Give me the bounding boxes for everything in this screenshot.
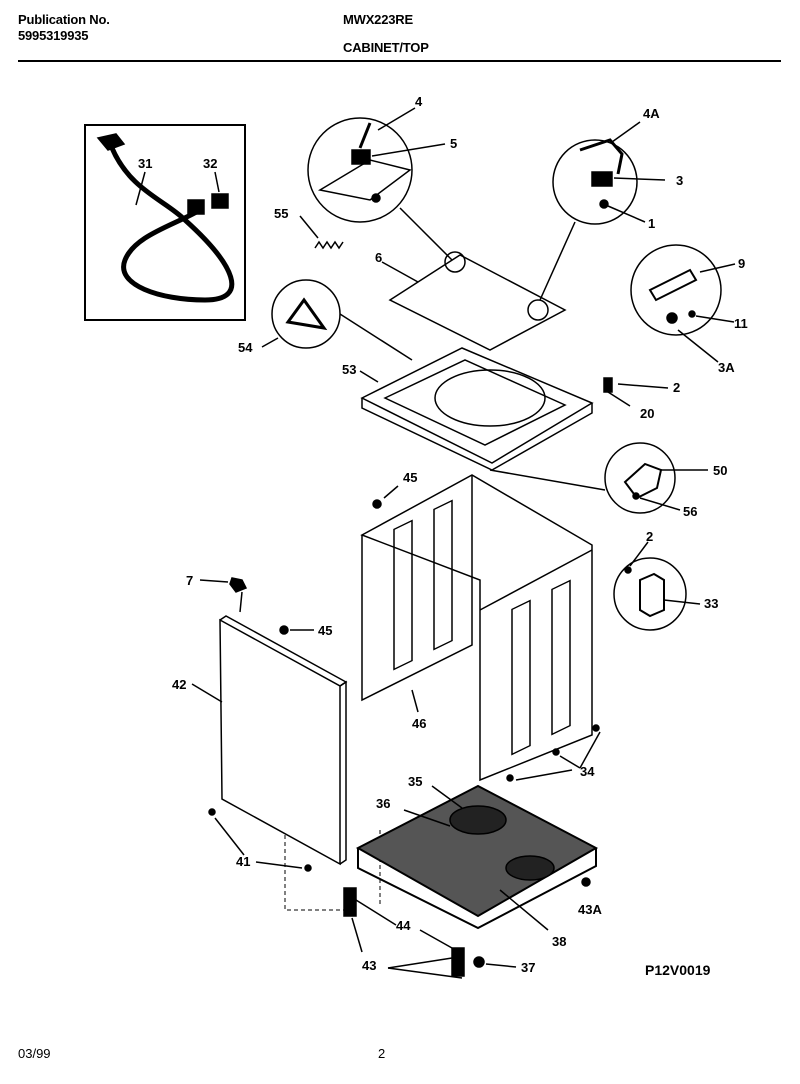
- washer-base: [355, 784, 599, 931]
- callout-2-hinge: 2: [646, 529, 653, 544]
- leveling-leg-right: [451, 947, 465, 977]
- drawing-id: P12V0019: [645, 962, 711, 978]
- callout-11: 11: [734, 316, 748, 331]
- switch-bracket-detail: [489, 442, 708, 514]
- callout-42: 42: [172, 677, 186, 692]
- cabinet-body: [360, 474, 593, 782]
- power-cord-inset: [84, 124, 246, 321]
- callout-43: 43: [362, 958, 376, 973]
- callout-3a: 3A: [718, 360, 735, 375]
- publication-label: Publication No.: [18, 12, 110, 27]
- callout-20: 20: [640, 406, 654, 421]
- leveling-leg-left: [343, 887, 357, 917]
- front-panel: [191, 577, 348, 866]
- model-number: MWX223RE: [343, 12, 413, 27]
- dispenser-detail: [261, 279, 413, 361]
- callout-50: 50: [713, 463, 727, 478]
- callout-46: 46: [412, 716, 426, 731]
- page-number: 2: [378, 1046, 386, 1061]
- callout-45-top: 45: [403, 470, 417, 485]
- lid-switch-detail: [539, 121, 666, 301]
- cord-connector: [187, 199, 205, 215]
- callout-1: 1: [648, 216, 655, 231]
- callout-7: 7: [186, 573, 193, 588]
- footer-date: 03/99: [18, 1046, 51, 1061]
- callout-34: 34: [580, 764, 595, 779]
- callout-3: 3: [676, 173, 683, 188]
- callout-54: 54: [238, 340, 253, 355]
- callout-43a: 43A: [578, 902, 602, 917]
- callout-6: 6: [375, 250, 382, 265]
- callout-9: 9: [738, 256, 745, 271]
- lid-lock-detail: [630, 244, 736, 363]
- callout-5: 5: [450, 136, 457, 151]
- cabinet-top: [359, 347, 594, 471]
- callout-35: 35: [408, 774, 422, 789]
- callout-44: 44: [396, 918, 411, 933]
- callout-53: 53: [342, 362, 356, 377]
- callout-38: 38: [552, 934, 566, 949]
- callout-55: 55: [274, 206, 288, 221]
- clip-part: [603, 377, 613, 393]
- plug-icon: [96, 133, 126, 151]
- header-rule: [18, 60, 781, 62]
- lid-spring: [314, 240, 344, 250]
- lid-hinge-detail: [307, 107, 453, 261]
- callout-4: 4: [415, 94, 423, 109]
- callout-37: 37: [521, 960, 535, 975]
- callout-36: 36: [376, 796, 390, 811]
- callout-31: 31: [138, 156, 152, 171]
- callout-56: 56: [683, 504, 697, 519]
- hinge-detail: [613, 541, 701, 631]
- callout-33: 33: [704, 596, 718, 611]
- terminal-block: [211, 193, 229, 209]
- callout-41: 41: [236, 854, 250, 869]
- callout-45-panel: 45: [318, 623, 332, 638]
- callout-2-top: 2: [673, 380, 680, 395]
- washer-lid: [381, 251, 567, 351]
- callout-32: 32: [203, 156, 217, 171]
- power-cord: [109, 147, 235, 303]
- section-title: CABINET/TOP: [343, 40, 429, 55]
- publication-number: 5995319935: [18, 28, 89, 43]
- callout-4a: 4A: [643, 106, 660, 121]
